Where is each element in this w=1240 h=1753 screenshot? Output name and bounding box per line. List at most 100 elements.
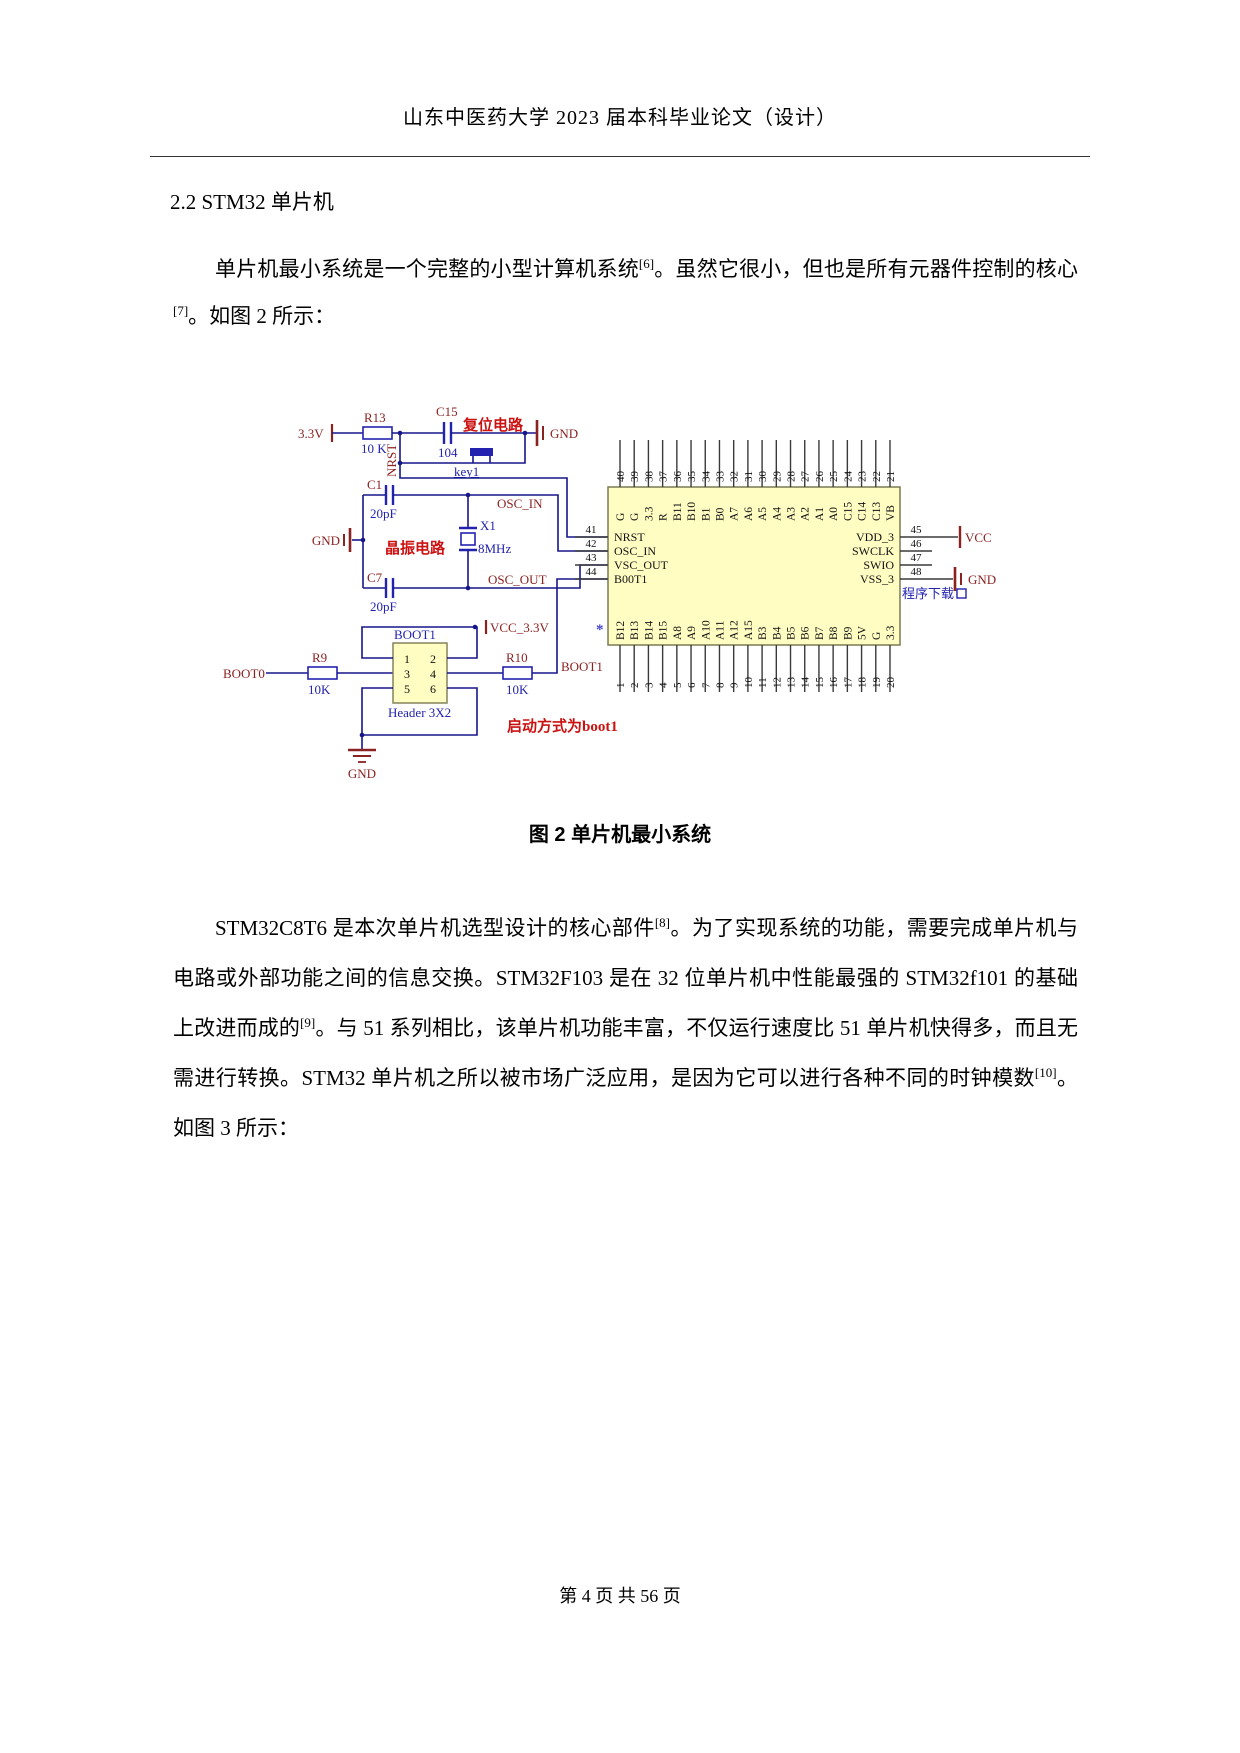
- designator-r9: R9: [312, 650, 327, 665]
- mcu-pin-label: B3: [757, 626, 769, 640]
- value-r13: 10 K: [361, 441, 387, 456]
- junction-dot: [465, 492, 471, 498]
- mcu-pin-label: A10: [700, 620, 712, 640]
- mcu-pin-number: 3: [643, 682, 655, 688]
- mcu-pin-label: B14: [643, 621, 655, 640]
- crystal-x1: [460, 532, 476, 546]
- label-program-download: 程序下载: [902, 586, 954, 601]
- mcu-pin-number: 40: [615, 471, 627, 483]
- mcu-pin-number: 38: [643, 471, 655, 483]
- mcu-pin-label: B4: [771, 626, 783, 640]
- mcu-pin-number: 20: [885, 677, 897, 689]
- mcu-pin-number: 42: [586, 538, 597, 550]
- header-pin: 4: [430, 667, 436, 681]
- download-port-box: [956, 588, 967, 599]
- wire-header-top: [361, 626, 478, 659]
- mcu-pin-label: G: [871, 632, 883, 640]
- mcu-pin-label: B9: [842, 626, 854, 640]
- mcu-pin-label: SWIO: [863, 558, 894, 572]
- mcu-pin-number: 25: [828, 471, 840, 483]
- mcu-pin-number: 12: [771, 677, 783, 688]
- mcu-pin-number: 17: [842, 677, 854, 689]
- mcu-pin-number: 1: [615, 683, 627, 689]
- junction-dot: [360, 537, 366, 543]
- value-r9: 10K: [308, 682, 331, 697]
- boot-circuit: BOOT0 R9 10K BOOT1 1 2 3 4 5 6 Header 3X…: [223, 578, 618, 781]
- mcu-block: 40G39G383.337R36B1135B1034B133B032A731A6…: [575, 440, 996, 692]
- mcu-pin-number: 39: [629, 471, 641, 483]
- mcu-bottom-pins: 1B122B133B144B155A86A97A108A119A1210A151…: [615, 620, 897, 692]
- header-pin: 1: [404, 652, 410, 666]
- mcu-pin-label: A8: [672, 626, 684, 640]
- citation-ref: [8]: [654, 915, 671, 930]
- mcu-pin-label: B15: [658, 621, 670, 640]
- header-pin: 5: [404, 682, 410, 696]
- mcu-pin-number: 16: [828, 677, 840, 689]
- mcu-pin-label: G: [615, 513, 627, 521]
- mcu-pin-number: 32: [729, 471, 741, 482]
- mcu-pin-number: 7: [700, 682, 712, 688]
- mcu-pin-label: B13: [629, 621, 641, 640]
- mcu-pin-label: A2: [800, 507, 812, 521]
- mcu-pin-label: A12: [729, 620, 741, 640]
- mcu-pin-label: B10: [686, 502, 698, 521]
- mcu-pin-label: B7: [814, 626, 826, 640]
- junction-dot: [397, 430, 403, 436]
- star-mark: *: [596, 622, 604, 638]
- designator-r10: R10: [506, 650, 528, 665]
- resistor-r10: [502, 666, 533, 680]
- mcu-pin-number: 45: [911, 524, 923, 536]
- mcu-pin-number: 24: [842, 471, 854, 483]
- mcu-pin-label: A11: [714, 620, 726, 640]
- mcu-pin-label: B6: [800, 626, 812, 640]
- value-x1: 8MHz: [478, 541, 511, 556]
- net-label-gnd: GND: [550, 426, 578, 441]
- mcu-pin-label: B5: [786, 626, 798, 640]
- mcu-pin-number: 37: [658, 471, 670, 483]
- header-rule: [150, 156, 1090, 157]
- mcu-pin-label: A1: [814, 507, 826, 521]
- net-label-3v3: 3.3V: [298, 426, 324, 441]
- mcu-pin-label: A9: [686, 626, 698, 640]
- mcu-pin-label: G: [629, 513, 641, 521]
- mcu-pin-label: VB: [885, 505, 897, 521]
- boot-note: 启动方式为boot1: [507, 717, 618, 735]
- figure-caption: 图 2 单片机最小系统: [528, 824, 712, 846]
- header-pin: 2: [430, 652, 436, 666]
- mcu-pin-number: 15: [814, 677, 826, 689]
- net-label-gnd: GND: [312, 533, 340, 548]
- mcu-pin-label: B1: [700, 507, 712, 521]
- junction-dot: [465, 585, 471, 591]
- mcu-top-pins: 40G39G383.337R36B1135B1034B133B032A731A6…: [615, 440, 897, 521]
- mcu-pin-number: 46: [911, 538, 923, 550]
- mcu-pin-label: A5: [757, 507, 769, 521]
- designator-c7: C7: [367, 570, 383, 585]
- mcu-pin-number: 2: [629, 683, 641, 689]
- header-pin: 3: [404, 667, 410, 681]
- mcu-pin-number: 35: [686, 471, 698, 483]
- mcu-pin-number: 34: [700, 471, 712, 483]
- mcu-pin-label: A7: [729, 507, 741, 521]
- text-run: STM32C8T6 是本次单片机选型设计的核心部件: [215, 916, 655, 940]
- mcu-pin-label: C15: [842, 502, 854, 521]
- paragraph-2: STM32C8T6 是本次单片机选型设计的核心部件[8]。为了实现系统的功能，需…: [173, 903, 1078, 1153]
- label-key1: key1: [454, 464, 479, 479]
- mcu-pin-number: 36: [672, 471, 684, 483]
- mcu-pin-label: B00T1: [614, 572, 647, 586]
- mcu-pin-number: 33: [714, 471, 726, 482]
- mcu-pin-number: 5: [672, 682, 684, 688]
- citation-ref: [7]: [173, 303, 189, 318]
- mcu-pin-label: SWCLK: [852, 544, 894, 558]
- junction-dot: [522, 430, 528, 436]
- net-label-oscin: OSC_IN: [497, 496, 543, 511]
- mcu-pin-number: 29: [771, 471, 783, 483]
- mcu-pin-label: R: [658, 513, 670, 521]
- mcu-body: [607, 486, 901, 646]
- page-footer: 第 4 页 共 56 页: [559, 1586, 681, 1606]
- citation-ref: [9]: [300, 1015, 316, 1030]
- mcu-pin-label: B12: [615, 621, 627, 640]
- net-label-boot1: BOOT1: [561, 659, 603, 674]
- mcu-pin-number: 13: [786, 677, 798, 689]
- text-run: 。如图 2 所示：: [188, 304, 336, 328]
